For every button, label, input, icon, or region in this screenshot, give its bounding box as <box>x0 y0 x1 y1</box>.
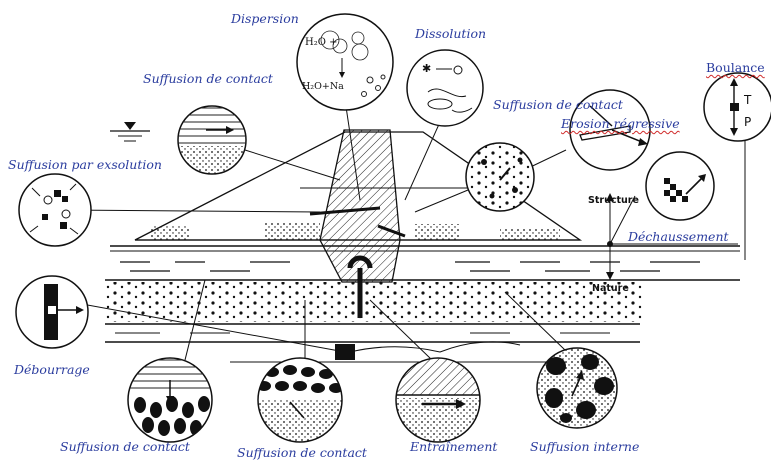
debourrage-block <box>335 344 355 360</box>
label-suffusion-contact-bottom-2: Suffusion de contact <box>237 446 367 460</box>
label-suffusion-contact-top-left: Suffusion de contact <box>143 72 273 86</box>
dechaussement-circle <box>646 152 714 220</box>
snowflake-icon: ✱ <box>422 62 431 75</box>
debourrage-circle <box>16 276 88 348</box>
formula-bottom: H₂O+Na <box>302 80 344 94</box>
suffusion-contact-bottom-2-circle <box>255 358 350 445</box>
suffusion-contact-top-left-circle <box>170 106 260 186</box>
suffusion-interne-circle <box>535 348 620 433</box>
label-suffusion-contact-top-right: Suffusion de contact <box>493 98 623 112</box>
label-suffusion-exsolution: Suffusion par exsolution <box>8 158 162 172</box>
label-erosion-regressive: Erosion régressive <box>561 117 680 131</box>
boulance-p-label: P <box>744 115 751 129</box>
water-level <box>110 122 150 141</box>
boulance-t-label: T <box>743 93 752 107</box>
label-suffusion-interne: Suffusion interne <box>530 440 639 454</box>
label-dechaussement: Déchaussement <box>628 230 729 244</box>
label-debourrage: Débourrage <box>14 363 90 377</box>
label-entrainement: Entraînement <box>410 440 497 454</box>
suffusion-contact-top-right-circle <box>460 140 550 220</box>
label-nature: Nature <box>592 283 629 294</box>
label-boulance: Boulance <box>706 61 765 75</box>
entrainement-circle <box>395 355 485 443</box>
boulance-circle: T P <box>704 73 771 141</box>
suffusion-exsolution-circle <box>19 174 91 246</box>
dissolution-circle: ✱ <box>407 50 483 126</box>
suffusion-contact-bottom-1-circle <box>125 355 220 442</box>
formula-top: H₂O + <box>305 36 338 50</box>
label-suffusion-contact-bottom-1: Suffusion de contact <box>60 440 190 454</box>
label-dispersion: Dispersion <box>231 12 299 26</box>
dispersion-circle <box>297 14 393 110</box>
label-structure: Structure <box>588 195 639 206</box>
label-dissolution: Dissolution <box>415 27 486 41</box>
foundation-layers <box>105 246 740 362</box>
